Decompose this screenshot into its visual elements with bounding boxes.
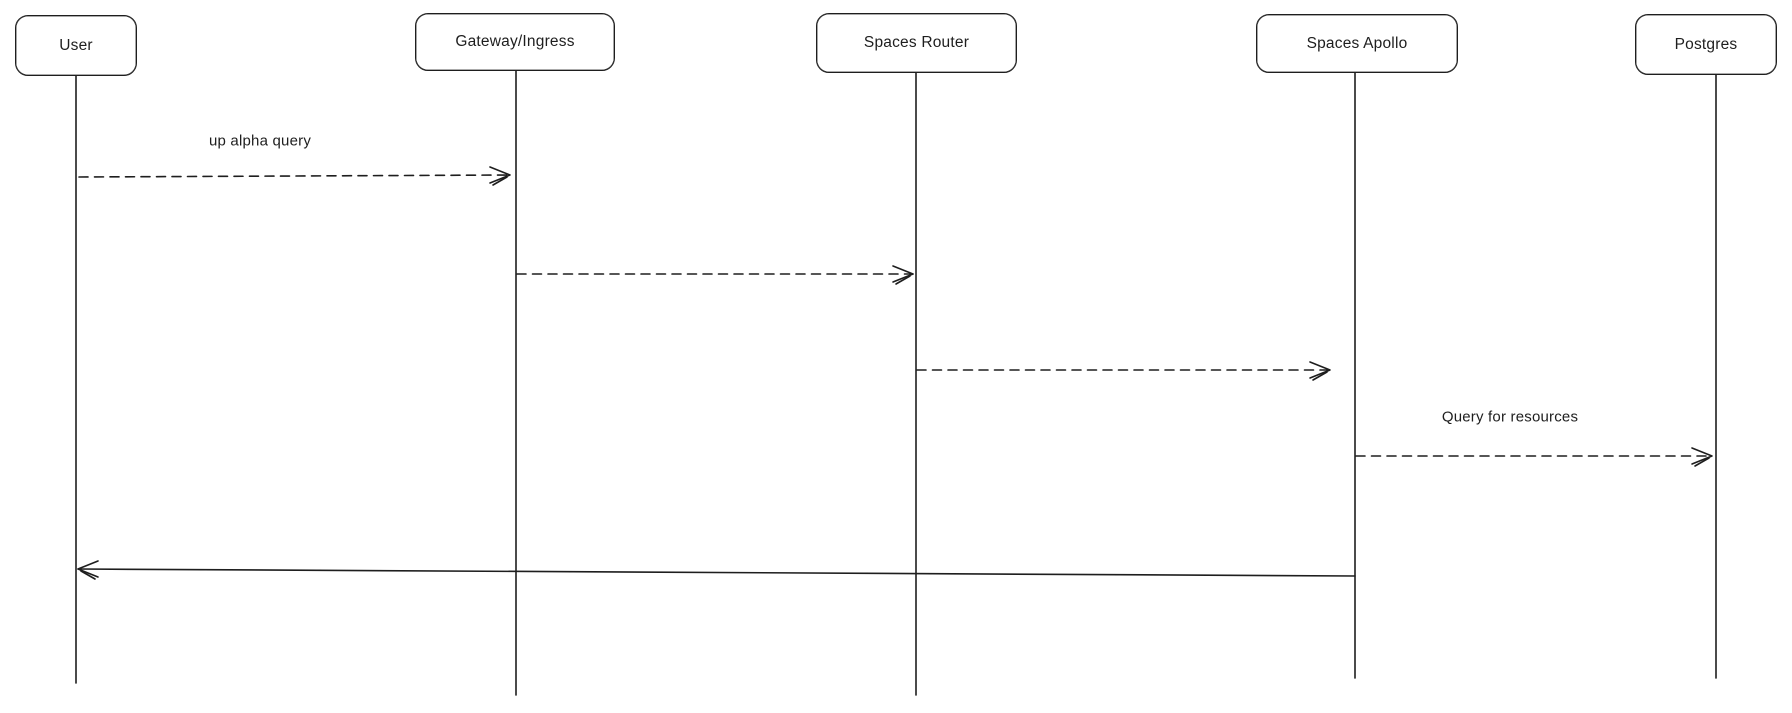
arrowhead-5 bbox=[77, 560, 99, 578]
actor-label-spaces-apollo: Spaces Apollo bbox=[1306, 34, 1408, 52]
arrowhead-overdraw-5 bbox=[80, 570, 96, 580]
message-label-up-alpha-query: up alpha query bbox=[208, 132, 312, 150]
message-line-1 bbox=[78, 174, 511, 178]
actor-box-spaces-router: Spaces Router bbox=[816, 13, 1017, 73]
arrowhead-4 bbox=[1691, 447, 1713, 465]
arrowhead-2 bbox=[892, 265, 914, 283]
arrowhead-1 bbox=[489, 166, 511, 184]
actor-box-user: User bbox=[15, 15, 137, 76]
arrowhead-3 bbox=[1309, 361, 1331, 379]
actor-label-postgres: Postgres bbox=[1674, 35, 1738, 53]
arrowhead-overdraw-1 bbox=[492, 176, 508, 186]
actor-box-gateway-ingress: Gateway/Ingress bbox=[415, 13, 615, 71]
arrowhead-overdraw-2 bbox=[895, 275, 911, 285]
actor-label-spaces-router: Spaces Router bbox=[863, 34, 970, 51]
actor-box-postgres: Postgres bbox=[1635, 14, 1777, 75]
arrowhead-overdraw-4 bbox=[1694, 457, 1710, 467]
arrowhead-overdraw-3 bbox=[1312, 371, 1328, 381]
message-label-query-for-resources: Query for resources bbox=[1441, 408, 1579, 426]
actor-label-gateway-ingress: Gateway/Ingress bbox=[455, 33, 575, 50]
actor-label-user: User bbox=[59, 36, 93, 54]
actor-box-spaces-apollo: Spaces Apollo bbox=[1256, 14, 1458, 73]
message-line-5 bbox=[77, 568, 1356, 577]
